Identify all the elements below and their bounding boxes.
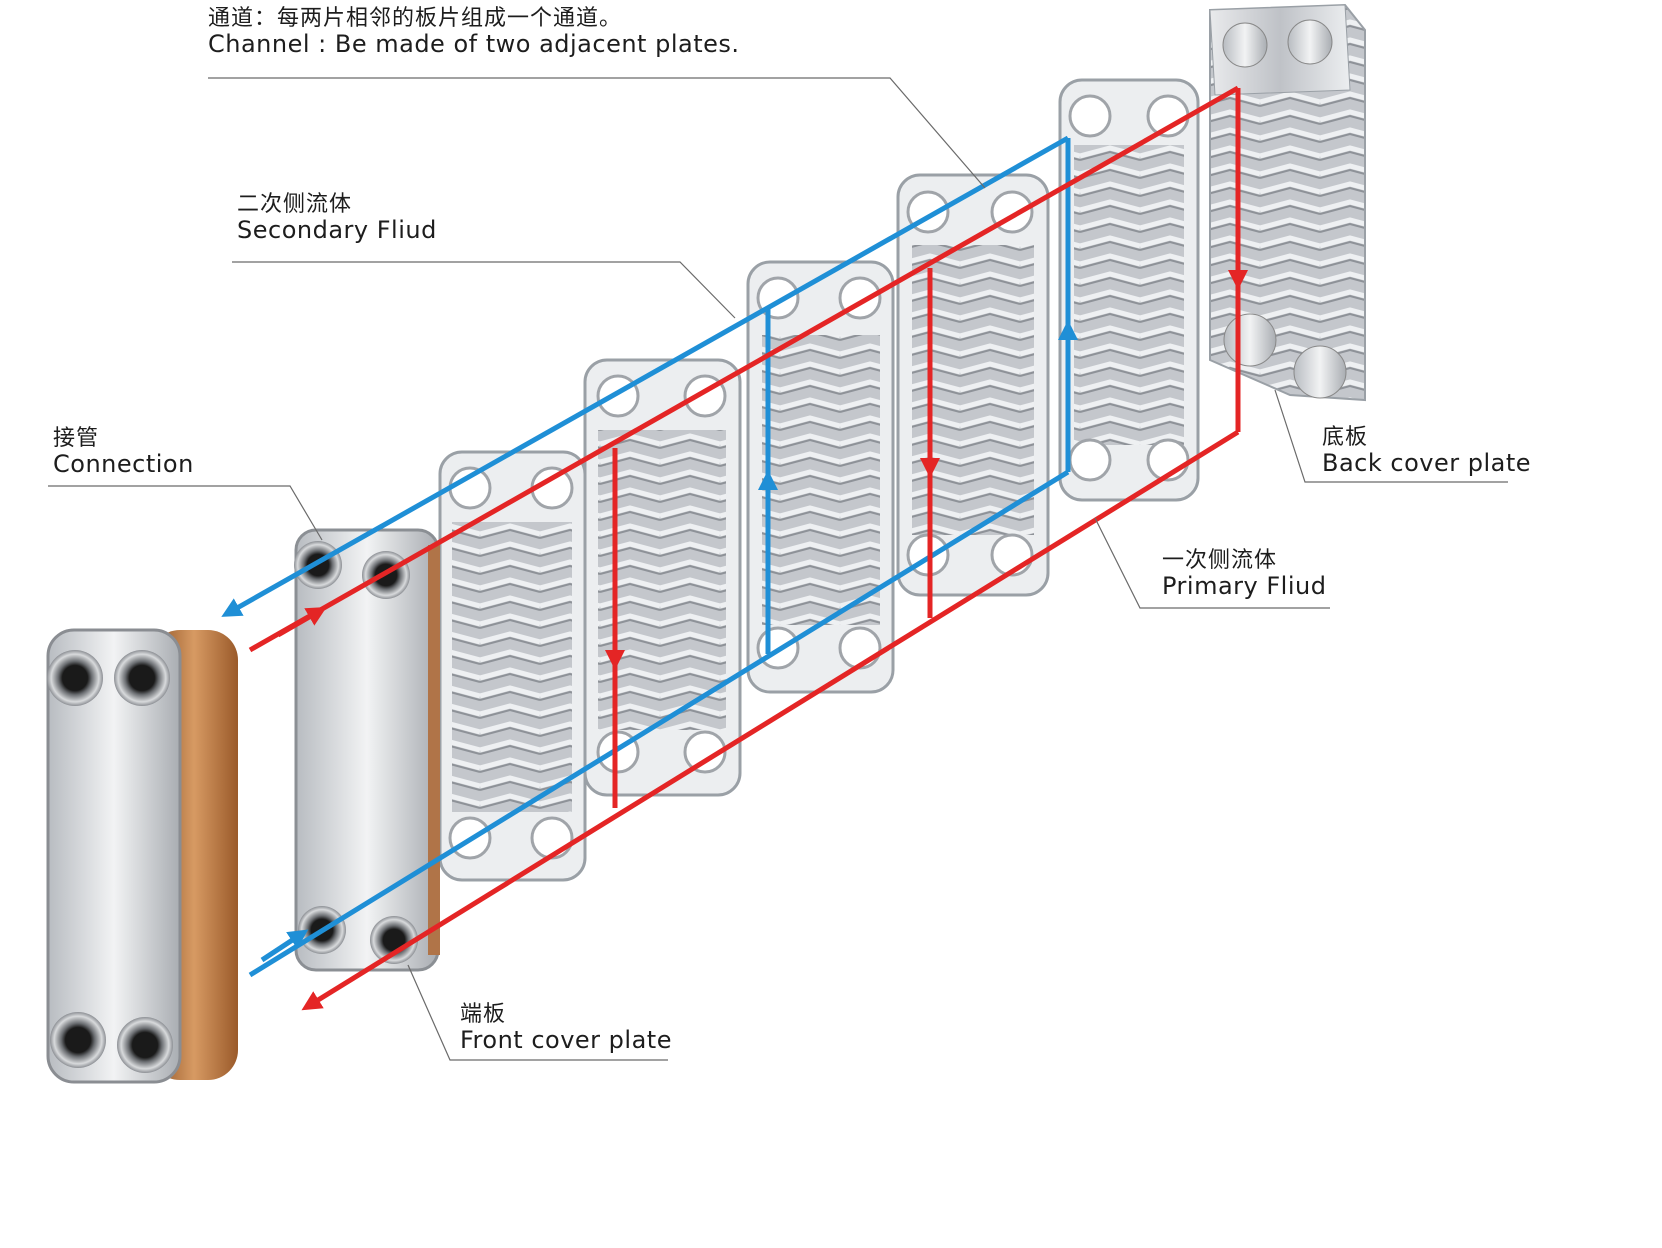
channel-label-zh: 通道：每两片相邻的板片组成一个通道。: [208, 6, 623, 31]
plate-1: [438, 450, 587, 882]
back-cover-plate-label-zh: 底板: [1322, 425, 1369, 450]
plate-2: [583, 358, 742, 797]
front-cover-plate-label: 端板 Front cover plate: [460, 1002, 672, 1055]
back-cover-plate: [1209, 3, 1366, 402]
back-cover-plate-label: 底板 Back cover plate: [1322, 425, 1531, 478]
leader-lines: [48, 77, 1508, 1061]
connection-label: 接管 Connection: [53, 426, 194, 479]
primary-flow-lines: [248, 85, 1248, 1011]
primary-fluid-label-en: Primary Fliud: [1162, 572, 1327, 601]
assembled-heat-exchanger: [46, 628, 238, 1084]
secondary-fluid-label: 二次侧流体 Secondary Fliud: [237, 192, 437, 245]
channel-label-en: Channel : Be made of two adjacent plates…: [208, 30, 740, 59]
secondary-fluid-label-en: Secondary Fliud: [237, 216, 437, 245]
back-cover-plate-label-en: Back cover plate: [1322, 449, 1532, 478]
primary-fluid-label-zh: 一次侧流体: [1162, 548, 1278, 573]
plate-5: [1058, 78, 1200, 502]
secondary-fluid-label-zh: 二次侧流体: [237, 192, 353, 217]
primary-fluid-label: 一次侧流体 Primary Fliud: [1162, 548, 1326, 601]
front-cover-plate-label-en: Front cover plate: [460, 1026, 672, 1055]
front-cover-plate-label-zh: 端板: [460, 1002, 507, 1027]
connection-label-zh: 接管: [53, 426, 100, 451]
connection-label-en: Connection: [53, 450, 194, 479]
channel-label: 通道：每两片相邻的板片组成一个通道。 Channel : Be made of …: [208, 6, 740, 59]
plate-3: [746, 260, 895, 694]
